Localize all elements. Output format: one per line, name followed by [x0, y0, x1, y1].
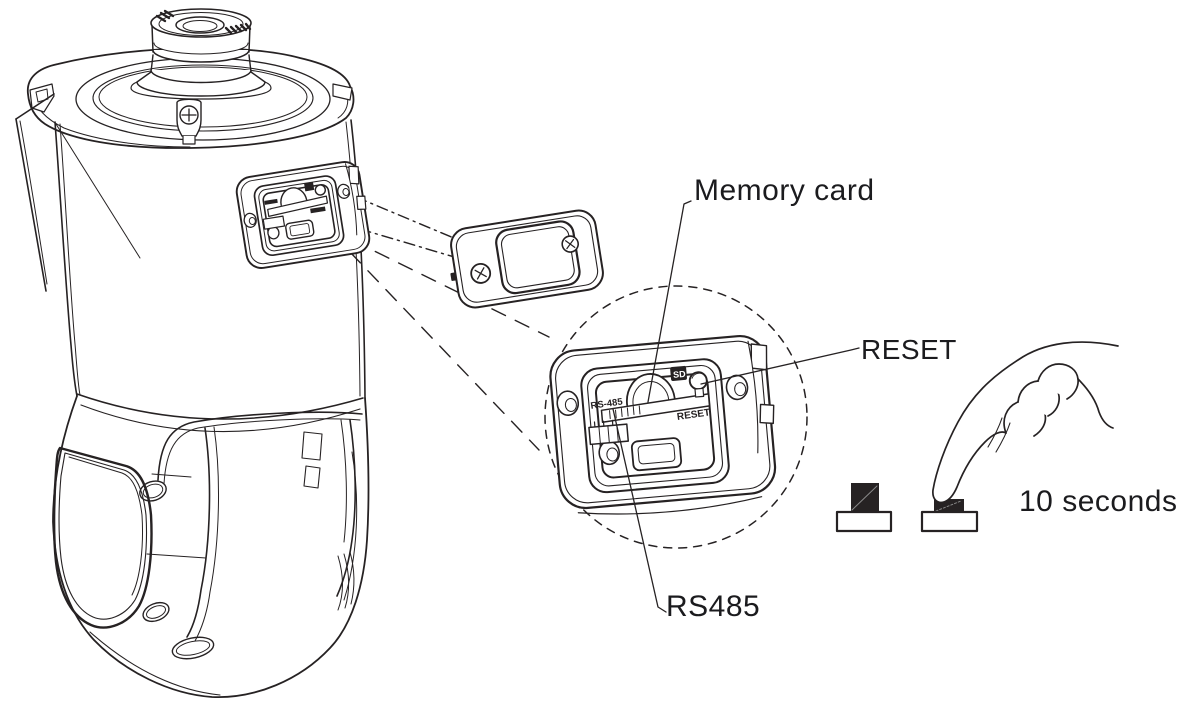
- sd-badge: [304, 182, 315, 192]
- memory-card-label: Memory card: [694, 174, 875, 207]
- body-io-panel: [235, 161, 371, 269]
- hinge-tabs: [747, 340, 775, 454]
- zoom-guide-lines: [349, 239, 550, 451]
- rs485-label: RS485: [666, 590, 761, 623]
- dashed-line-upper: [351, 239, 550, 338]
- thread-notches: [155, 9, 252, 35]
- rs485-terminal: [588, 419, 630, 446]
- hand-index-finger: [932, 341, 1119, 504]
- cover-plate: [450, 209, 604, 309]
- io-panel-detail: RS-485 SD RESET: [549, 334, 777, 515]
- pcb-print-mark: [310, 206, 326, 214]
- housing-plugs: [139, 480, 215, 660]
- cap-clip-right: [332, 83, 353, 101]
- terminal-block: [262, 215, 286, 230]
- arm-bracket-1: [301, 431, 323, 461]
- body-seam-upper: [76, 393, 364, 420]
- reset-button-pressed: [920, 499, 979, 533]
- plug-3: [171, 636, 215, 660]
- duration-label: 10 seconds: [1019, 485, 1178, 518]
- finger-creases: [987, 417, 1011, 453]
- camera-illustration: [15, 8, 371, 698]
- reset-button: [688, 371, 708, 398]
- body-edge-right: [350, 119, 366, 399]
- pcb-print-sd: SD: [673, 369, 687, 380]
- usb-connector: [630, 437, 683, 472]
- cover-nub: [450, 272, 457, 281]
- slot-contacts: [609, 405, 641, 420]
- hand-edge: [1077, 378, 1114, 429]
- window-rim-outer: [52, 446, 153, 629]
- dome-window: [52, 446, 153, 629]
- card-slot: [267, 195, 329, 217]
- body-crease: [55, 123, 141, 259]
- callout-line-memory-card: [647, 200, 692, 403]
- screw-hole-left: [556, 390, 580, 417]
- lower-housing: [52, 395, 370, 698]
- screw-tab: [176, 98, 202, 145]
- callout-line-reset: [700, 347, 860, 385]
- callout-line-rs485: [612, 408, 667, 613]
- reset-button-released: [835, 483, 893, 533]
- sd-label-badge: SD: [670, 365, 687, 381]
- pointing-hand-icon: [932, 341, 1119, 504]
- dashed-line-lower: [349, 251, 540, 451]
- pcb-print-reset: RESET: [676, 407, 711, 423]
- reset-button-small: [314, 184, 326, 196]
- yoke-arm: [146, 411, 363, 642]
- pcb-print-mark: [264, 198, 278, 205]
- plug-2: [142, 601, 170, 623]
- button-base: [920, 510, 979, 533]
- curled-finger-3: [1037, 363, 1079, 400]
- side-fin: [15, 93, 55, 292]
- arm-bracket-2: [303, 465, 321, 489]
- sd-card-edge: [280, 187, 308, 206]
- body-seam-lower: [80, 404, 361, 433]
- window-rim-inner: [58, 452, 148, 620]
- pcb-print-rs485: RS-485: [590, 396, 624, 411]
- conduit-mount: [130, 8, 272, 100]
- callout-leader-lines: [612, 200, 860, 613]
- button-base: [835, 510, 893, 533]
- detail-zoom-circle: [544, 285, 808, 549]
- body-edge-left: [54, 121, 78, 397]
- plug-1: [139, 480, 167, 502]
- reset-label: RESET: [861, 334, 957, 365]
